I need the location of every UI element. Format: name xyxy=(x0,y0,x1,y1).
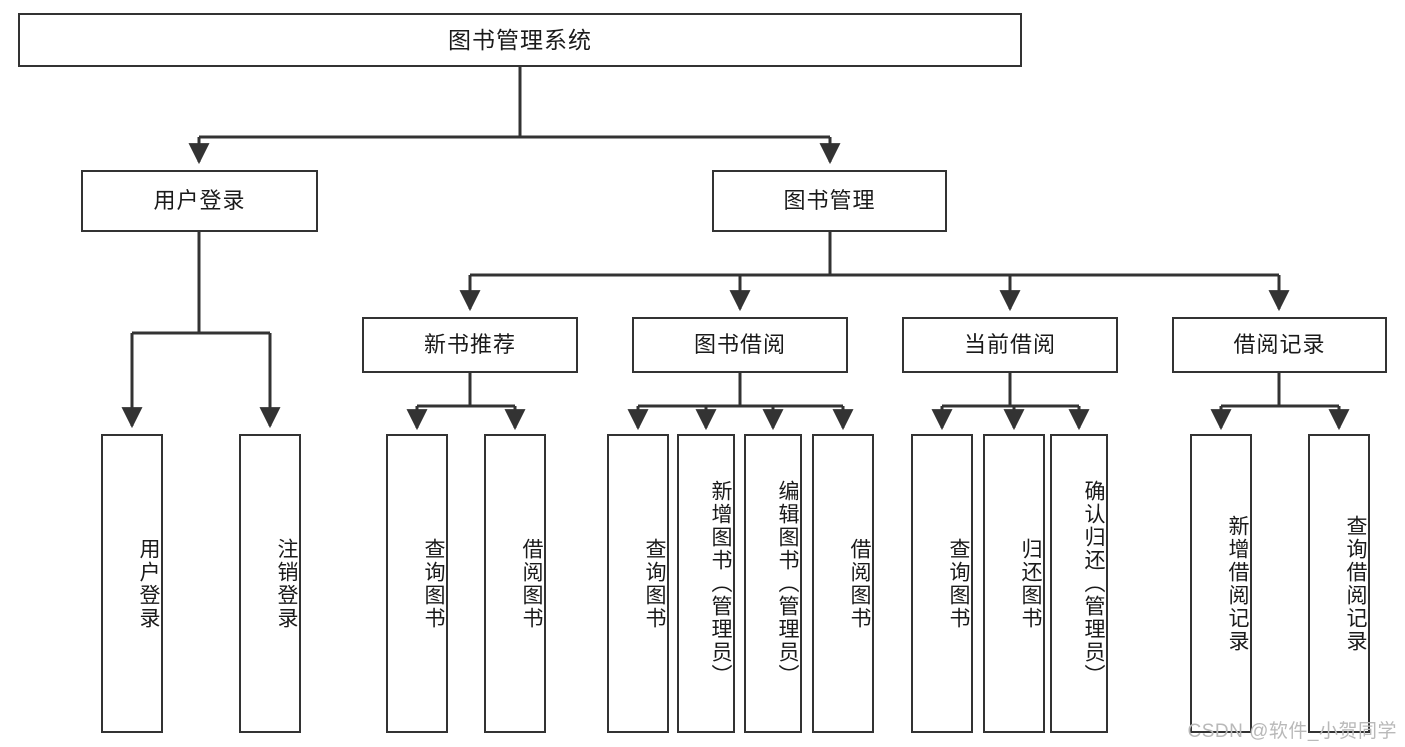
node-query-book-current[interactable]: 查询图书 xyxy=(911,434,973,733)
node-borrow-record[interactable]: 借阅记录 xyxy=(1172,317,1387,373)
node-current-borrow[interactable]: 当前借阅 xyxy=(902,317,1118,373)
node-query-book-borrow[interactable]: 查询图书 xyxy=(607,434,669,733)
node-add-book-admin[interactable]: 新增图书（管理员） xyxy=(677,434,735,733)
node-add-borrow-record[interactable]: 新增借阅记录 xyxy=(1190,434,1252,733)
node-borrow-book-rec[interactable]: 借阅图书 xyxy=(484,434,546,733)
node-book-manage[interactable]: 图书管理 xyxy=(712,170,947,232)
csdn-watermark: CSDN @软件_小贺同学 xyxy=(1187,721,1397,742)
node-root[interactable]: 图书管理系统 xyxy=(18,13,1022,67)
node-logout-leaf[interactable]: 注销登录 xyxy=(239,434,301,733)
node-book-borrow[interactable]: 图书借阅 xyxy=(632,317,848,373)
node-return-book[interactable]: 归还图书 xyxy=(983,434,1045,733)
node-confirm-return-admin[interactable]: 确认归还（管理员） xyxy=(1050,434,1108,733)
node-user-login-leaf[interactable]: 用户登录 xyxy=(101,434,163,733)
node-user-login[interactable]: 用户登录 xyxy=(81,170,318,232)
node-borrow-book-borrow[interactable]: 借阅图书 xyxy=(812,434,874,733)
node-edit-book-admin[interactable]: 编辑图书（管理员） xyxy=(744,434,802,733)
node-query-book-rec[interactable]: 查询图书 xyxy=(386,434,448,733)
node-new-book-recommend[interactable]: 新书推荐 xyxy=(362,317,578,373)
node-query-borrow-record[interactable]: 查询借阅记录 xyxy=(1308,434,1370,733)
